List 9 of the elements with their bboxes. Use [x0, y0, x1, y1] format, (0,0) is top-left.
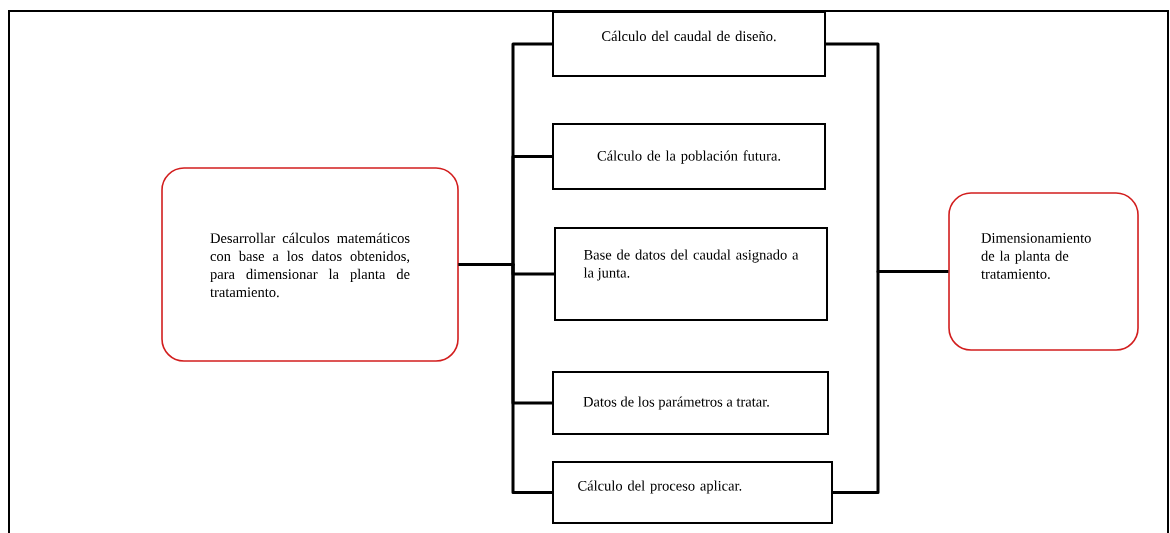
process-box: Base de datos del caudal asignado a la junta.: [554, 227, 828, 321]
connector: [833, 270, 949, 494]
process-box: Cálculo del caudal de diseño.: [552, 11, 826, 77]
rounded-box: Desarrollar cálculos matemáticos con base a los datos obtenidos, para dimensionar la planta de tratamiento.: [161, 167, 459, 362]
process-box: Cálculo de la población futura.: [552, 123, 826, 190]
connector: [458, 263, 552, 494]
process-box: Cálculo del proceso aplicar.: [552, 461, 833, 524]
rounded-box: Dimensionamiento de la planta de tratamiento.: [948, 192, 1139, 351]
process-box: Datos de los parámetros a tratar.: [552, 371, 829, 435]
